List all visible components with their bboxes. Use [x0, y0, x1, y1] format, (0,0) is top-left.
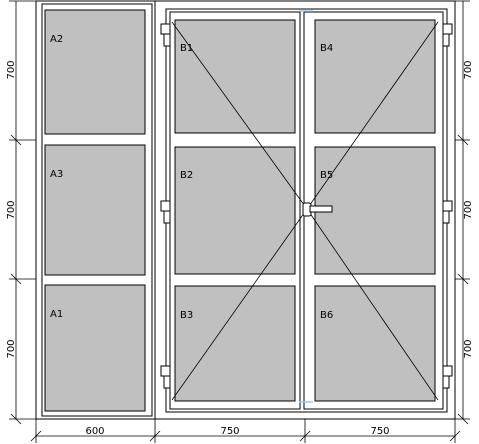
- panel-label-b1: B1: [180, 43, 193, 54]
- dim-bottom-right: 750: [370, 426, 389, 437]
- dim-left-top: 700: [6, 60, 17, 79]
- glass-b1: [174, 19, 296, 134]
- glass-b3: [174, 285, 296, 402]
- panel-label-a1: A1: [50, 309, 63, 320]
- panel-label-b3: B3: [180, 310, 193, 321]
- hinge-right-bottom: [442, 365, 453, 389]
- glass-b4: [314, 19, 436, 134]
- hinge-right-top: [442, 23, 453, 47]
- panel-label-a2: A2: [50, 34, 63, 45]
- hinge-left-top: [160, 23, 171, 47]
- panel-label-b6: B6: [320, 310, 333, 321]
- dim-bottom-middle: 750: [220, 426, 239, 437]
- dim-bottom-left: 600: [85, 426, 104, 437]
- dim-right-middle: 700: [463, 200, 474, 219]
- dim-right-bottom: 700: [463, 339, 474, 358]
- hinge-left-middle: [160, 200, 171, 224]
- hinge-left-bottom: [160, 365, 171, 389]
- dim-left-middle: 700: [6, 200, 17, 219]
- panel-label-b5: B5: [320, 170, 333, 181]
- glass-a2: [44, 9, 146, 135]
- hinge-right-middle: [442, 200, 453, 224]
- left-dimension-line: [9, 0, 36, 425]
- right-dimension-line: [455, 0, 470, 425]
- glass-b5: [314, 146, 436, 275]
- glass-a1: [44, 284, 146, 412]
- glass-b2: [174, 146, 296, 275]
- panel-label-b2: B2: [180, 170, 193, 181]
- panel-label-a3: A3: [50, 169, 63, 180]
- dim-right-top: 700: [463, 60, 474, 79]
- panel-label-b4: B4: [320, 43, 333, 54]
- dim-left-bottom: 700: [6, 339, 17, 358]
- door-handle-icon: [302, 202, 333, 217]
- bottom-dimension-line: [30, 419, 461, 443]
- glass-b6: [314, 285, 436, 402]
- glass-a3: [44, 144, 146, 276]
